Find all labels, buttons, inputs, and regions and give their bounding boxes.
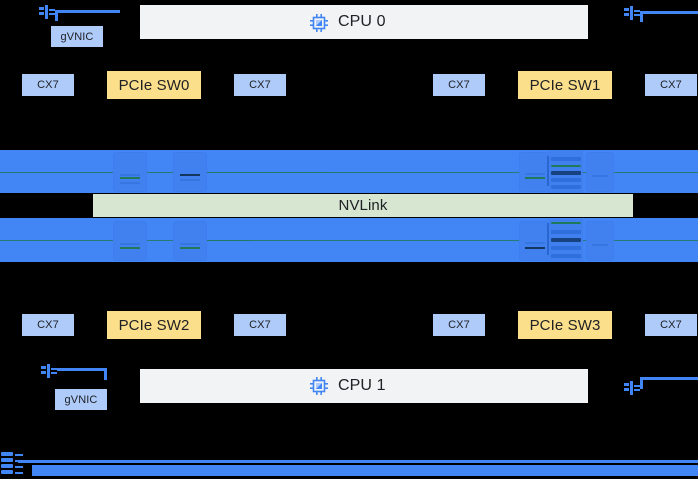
gvnic-label: gVNIC [64,393,98,406]
pcie-switch-label: PCIe SW3 [529,316,601,334]
nvlink-label: NVLink [338,197,388,214]
cpu-chip-icon [309,376,329,396]
cx7-label: CX7 [37,319,59,331]
cx7-box-7[interactable]: CX7 [645,314,697,336]
network-port-icon [40,363,58,379]
gvnic-label: gVNIC [60,30,94,43]
cx7-box-1[interactable]: CX7 [234,74,286,96]
network-link-bottom-left-stub [104,368,107,380]
gpu-glyph [113,221,147,261]
network-port-icon [623,5,641,21]
network-port-icon [623,380,641,396]
network-switch-icon [0,450,24,479]
cx7-box-4[interactable]: CX7 [22,314,74,336]
nvswitch-glyph [547,150,583,193]
pcie-switch-label: PCIe SW2 [118,316,190,334]
cpu-box-1[interactable]: CPU 1 [140,369,588,403]
cx7-box-0[interactable]: CX7 [22,74,74,96]
network-port-icon [38,4,56,20]
cx7-label: CX7 [448,79,470,91]
pcie-switch-box-1[interactable]: PCIe SW1 [518,71,612,99]
network-link-top-right [640,11,698,14]
gvnic-box-0[interactable]: gVNIC [51,26,103,47]
cpu-label: CPU 1 [338,377,386,394]
network-link-bottom-right [640,377,698,380]
pcie-switch-box-3[interactable]: PCIe SW3 [518,311,612,339]
gvnic-box-1[interactable]: gVNIC [55,389,107,410]
cpu-chip-icon [309,13,329,33]
cx7-box-6[interactable]: CX7 [433,314,485,336]
cx7-box-5[interactable]: CX7 [234,314,286,336]
pcie-switch-box-2[interactable]: PCIe SW2 [107,311,201,339]
gpu-glyph [519,221,551,261]
pcie-switch-label: PCIe SW0 [118,76,190,94]
cpu-label: CPU 0 [338,13,386,30]
cpu-box-0[interactable]: CPU 0 [140,5,588,39]
network-rail-band [32,465,698,476]
gpu-glyph [173,152,207,192]
network-link-top-left [55,10,120,13]
cx7-label: CX7 [249,319,271,331]
nvlink-bar[interactable]: NVLink [93,194,633,217]
pcie-switch-label: PCIe SW1 [529,76,601,94]
gpu-glyph [519,152,551,192]
network-link-top-right-stub [640,11,643,22]
network-link-bottom-right-stub [640,377,643,389]
cx7-label: CX7 [249,79,271,91]
gpu-interconnect-band-top [0,150,698,193]
network-link-top-left-stub [55,10,58,21]
network-link-bottom-left [57,368,107,371]
network-rail-line [18,460,698,463]
gpu-glyph [113,152,147,192]
cx7-label: CX7 [448,319,470,331]
cx7-label: CX7 [660,319,682,331]
cx7-label: CX7 [660,79,682,91]
gpu-interconnect-band-bottom [0,218,698,262]
nvswitch-glyph [547,219,583,262]
gpu-glyph [173,221,207,261]
cx7-box-2[interactable]: CX7 [433,74,485,96]
gpu-glyph [586,221,614,261]
gpu-glyph [586,152,614,192]
cx7-label: CX7 [37,79,59,91]
cx7-box-3[interactable]: CX7 [645,74,697,96]
pcie-switch-box-0[interactable]: PCIe SW0 [107,71,201,99]
